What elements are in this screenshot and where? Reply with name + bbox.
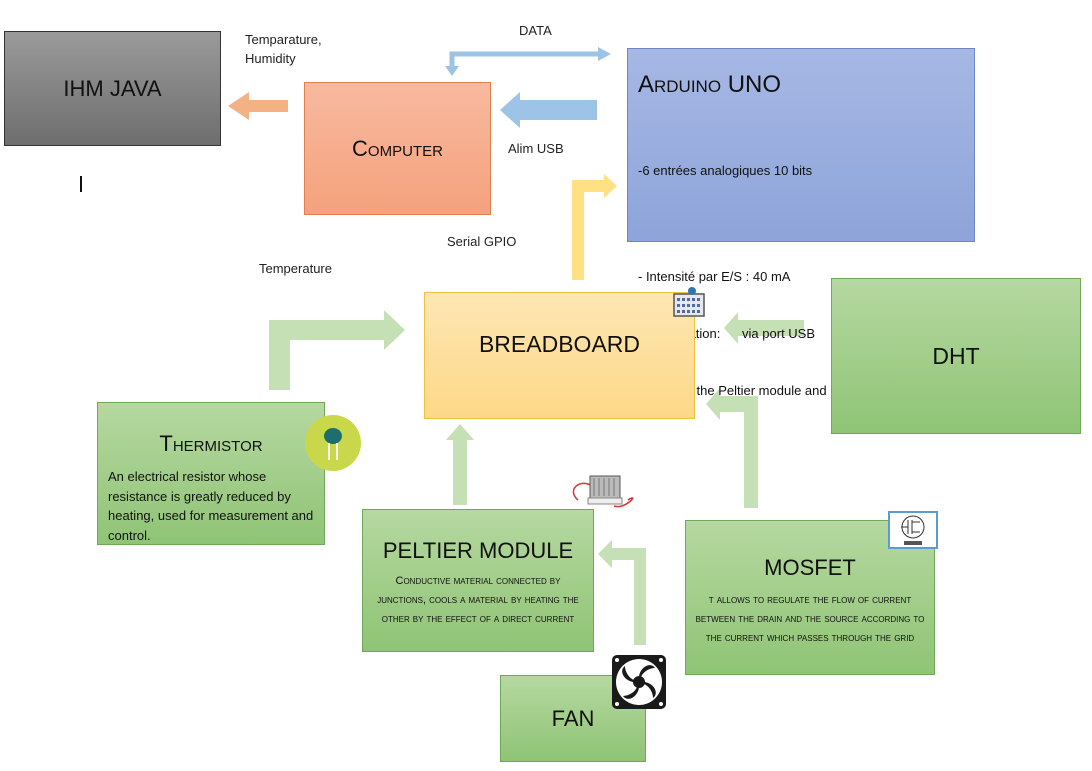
- arrow-peltier-to-breadboard: [446, 424, 474, 505]
- node-thermistor: Thermistor An electrical resistor whose …: [97, 402, 325, 545]
- text-cursor: [80, 176, 82, 192]
- peltier-title: PELTIER MODULE: [382, 538, 574, 563]
- fan-icon: [612, 655, 666, 709]
- mosfet-title: MOSFET: [764, 555, 856, 580]
- arduino-spec-line: [638, 218, 884, 229]
- node-peltier: PELTIER MODULE Conductive material conne…: [362, 509, 594, 652]
- arrow-thermistor-to-breadboard: [269, 310, 405, 390]
- node-computer: Computer: [304, 82, 491, 215]
- thermistor-description: An electrical resistor whose resistance …: [108, 469, 314, 543]
- label-temp-humidity: Temparature, Humidity: [245, 32, 322, 66]
- mosfet-symbol-icon: [888, 511, 938, 549]
- arrow-breadboard-to-arduino: [572, 174, 617, 280]
- arrow-arduino-to-computer: [500, 92, 597, 128]
- node-arduino: Arduino UNO -6 entrées analogiques 10 bi…: [627, 48, 975, 398]
- arrow-mosfet-to-breadboard: [706, 388, 758, 508]
- peltier-description: Conductive material connected by junctio…: [377, 575, 579, 625]
- arrow-computer-to-ihm: [228, 92, 288, 120]
- thermistor-title: Thermistor: [159, 431, 263, 456]
- label-serial-gpio: Serial GPIO: [447, 234, 517, 249]
- node-dht-title: DHT: [932, 342, 980, 369]
- mosfet-description: t allows to regulate the flow of current…: [695, 594, 925, 644]
- arrow-data-link: [449, 51, 598, 72]
- node-computer-title: Computer: [352, 135, 443, 161]
- label-temperature: Temperature: [259, 261, 332, 276]
- breadboard-chip-icon: [673, 287, 705, 317]
- arrow-dht-to-breadboard: [724, 312, 804, 344]
- node-mosfet: MOSFET t allows to regulate the flow of …: [685, 520, 935, 675]
- label-alim-usb: Alim USB: [508, 141, 564, 156]
- node-fan-title: FAN: [551, 705, 595, 731]
- peltier-module-photo-icon: [572, 475, 634, 508]
- arduino-title: Arduino UNO: [638, 71, 782, 98]
- node-ihm-java: IHM JAVA: [4, 31, 221, 146]
- label-data: DATA: [519, 23, 552, 38]
- breadboard-title: BREADBOARD: [478, 331, 641, 357]
- arduino-spec-line: - Intensité par E/S : 40 mA: [638, 269, 791, 284]
- arrow-fan-to-peltier: [598, 540, 646, 645]
- node-ihm-title: IHM JAVA: [63, 75, 162, 101]
- node-breadboard: BREADBOARD: [424, 292, 695, 419]
- node-dht: DHT: [831, 278, 1081, 434]
- arduino-spec-line: -6 entrées analogiques 10 bits: [638, 163, 813, 178]
- thermistor-component-icon: [305, 415, 361, 471]
